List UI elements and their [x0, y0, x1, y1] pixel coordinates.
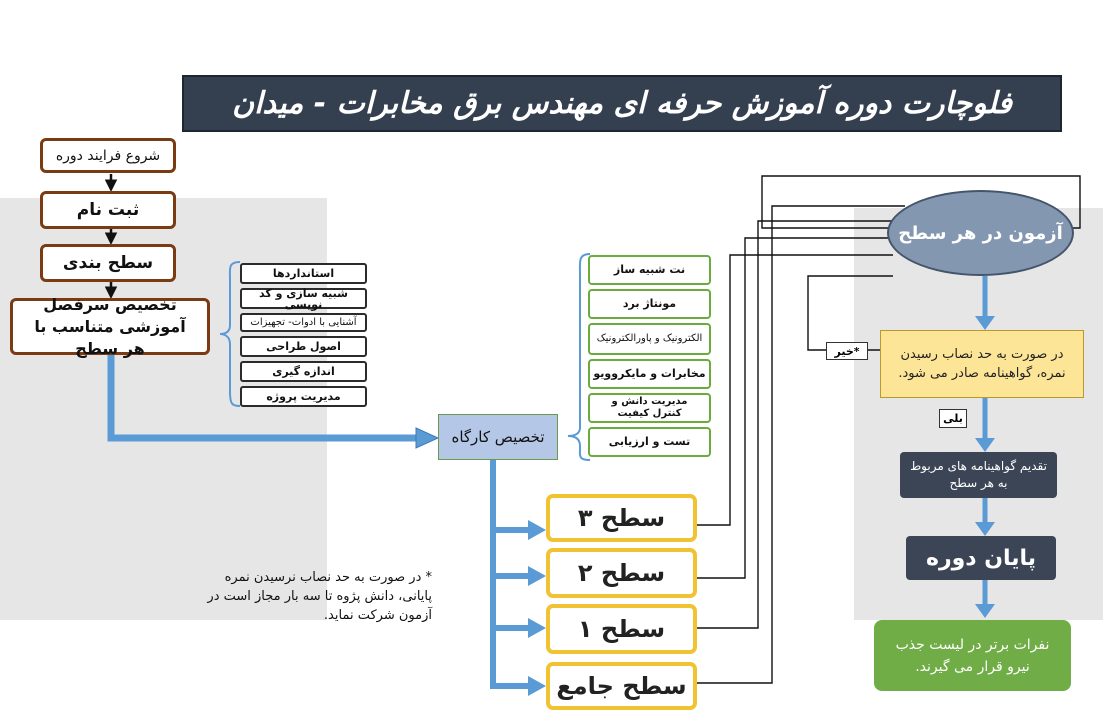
leveling-box: سطح بندی	[40, 244, 176, 282]
pass-condition-box: در صورت به حد نصاب رسیدن نمره، گواهینامه…	[880, 330, 1084, 398]
comprehensive-level-box: سطح جامع	[546, 662, 697, 710]
syllabus-item-design-principles: اصول طراحی	[240, 336, 367, 357]
level-to-exam-lines	[696, 175, 1081, 684]
workshop-item-network-simulator: نت شبیه ساز	[588, 255, 711, 285]
registration-box: ثبت نام	[40, 191, 176, 229]
yes-label: بلی	[939, 409, 967, 428]
certificate-box: تقدیم گواهینامه های مربوط به هر سطح	[900, 452, 1057, 498]
page-title: فلوچارت دوره آموزش حرفه ای مهندس برق مخا…	[182, 75, 1062, 132]
workshop-item-telecom-microwave: مخابرات و مایکروویو	[588, 359, 711, 389]
blue-arrow-to-workshop	[107, 355, 418, 442]
level-1-box: سطح ۱	[546, 604, 697, 654]
syllabus-item-equipment: آشنایی با ادوات- تجهیزات	[240, 313, 367, 332]
workshop-item-electronics: الکترونیک و پاورالکترونیک	[588, 323, 711, 355]
syllabus-item-standards: استانداردها	[240, 263, 367, 284]
top-candidates-box: نفرات برتر در لیست جذب نیرو قرار می گیرن…	[874, 620, 1071, 691]
workshop-item-test-evaluation: تست و ارزیابی	[588, 427, 711, 457]
exam-ellipse: آزمون در هر سطح	[887, 190, 1074, 276]
workshop-allocation-box: تخصیص کارگاه	[438, 414, 558, 460]
level-2-box: سطح ۲	[546, 548, 697, 598]
course-end-box: پایان دوره	[906, 536, 1056, 580]
syllabus-bracket	[219, 261, 241, 407]
syllabus-item-measurement: اندازه گیری	[240, 361, 367, 382]
workshop-item-knowledge-quality: مدیریت دانش و کنترل کیفیت	[588, 393, 711, 423]
start-box: شروع فرایند دوره	[40, 138, 176, 173]
workshop-bracket	[567, 253, 591, 461]
level-3-box: سطح ۳	[546, 494, 697, 542]
no-label: *خیر	[826, 342, 868, 360]
syllabus-item-simulation: شبیه سازی و کد نویسی	[240, 288, 367, 310]
workshop-item-board-assembly: مونتاژ برد	[588, 289, 711, 319]
blue-arrows-to-levels	[490, 460, 530, 689]
footnote: * در صورت به حد نصاب نرسیدن نمره پایانی،…	[207, 570, 432, 623]
syllabus-item-project-management: مدیریت پروژه	[240, 386, 367, 407]
syllabus-allocation-box: تخصیص سرفصل آموزشی متناسب با هر سطح	[10, 295, 210, 358]
